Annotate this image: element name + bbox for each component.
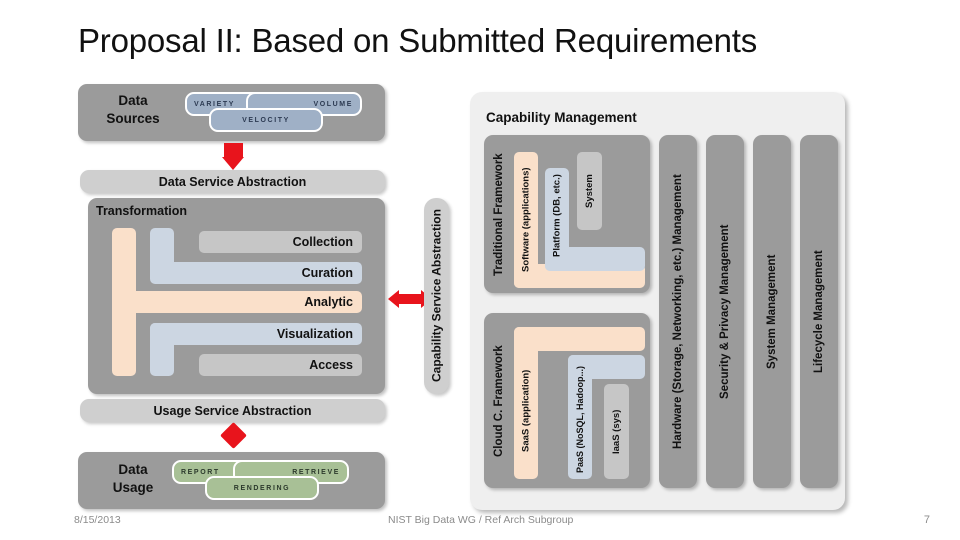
velocity-label: VELOCITY (242, 116, 290, 124)
cloud-layer-saas-label: SaaS (application) (520, 369, 532, 453)
data-service-abstraction-bar: Data Service Abstraction (80, 170, 385, 193)
traditional-layer-software-label: Software (applications) (520, 167, 532, 273)
report-label: REPORT (181, 468, 220, 476)
traditional-layer-system-label: System (584, 174, 595, 208)
column-security-privacy-management (706, 135, 744, 488)
rendering-label: RENDERING (233, 484, 291, 492)
transformation-arm-curation (150, 262, 362, 284)
transformation-row-collection: Collection (292, 235, 353, 249)
footer-page-number: 7 (923, 514, 930, 526)
diamond-connector (220, 422, 247, 449)
transformation-bar-access (199, 354, 362, 376)
footer-center-text: NIST Big Data WG / Ref Arch Subgroup (388, 514, 574, 526)
column-lifecycle-management (800, 135, 838, 488)
cloud-layer-paas-horizontal (568, 355, 645, 379)
cloud-layer-saas-vertical (514, 327, 538, 479)
data-usage-label: Data Usage (112, 462, 154, 495)
page-title: Proposal II: Based on Submitted Requirem… (78, 22, 758, 59)
column-security-privacy-management-label: Security & Privacy Management (719, 224, 731, 399)
traditional-framework-label: Traditional Framework (493, 153, 505, 277)
capability-service-abstraction-label: Capability Service Abstraction (429, 209, 444, 383)
traditional-layer-platform-label: Platform (DB, etc.) (551, 174, 563, 257)
volume-label: VOLUME (313, 100, 353, 108)
transformation-bar-collection (199, 231, 362, 253)
capability-service-abstraction-bar (424, 198, 449, 394)
data-sources-label: Data Sources (106, 93, 160, 126)
cloud-framework-label: Cloud C. Framework (493, 345, 505, 457)
traditional-layer-platform-horizontal (545, 247, 645, 271)
data-sources-box-velocity: VELOCITY (209, 108, 323, 132)
column-system-management (753, 135, 791, 488)
column-hardware-management-label: Hardware (Storage, Networking, etc.) Man… (672, 174, 684, 449)
traditional-layer-system (577, 152, 602, 230)
transformation-arm-visualization (150, 323, 362, 345)
column-system-management-label: System Management (766, 254, 778, 369)
usage-service-abstraction-bar: Usage Service Abstraction (80, 399, 385, 422)
cloud-layer-iaas-label: IaaS (sys) (611, 409, 622, 454)
transformation-row-access: Access (309, 358, 353, 372)
cloud-layer-iaas (604, 384, 629, 479)
capability-management-title: Capability Management (486, 110, 637, 125)
transformation-row-curation: Curation (301, 266, 353, 280)
transformation-row-analytic: Analytic (304, 295, 353, 309)
transformation-label: Transformation (96, 204, 187, 218)
retrieve-label: RETRIEVE (292, 468, 340, 476)
transformation-row-visualization: Visualization (276, 327, 353, 341)
cloud-layer-saas-horizontal (514, 327, 645, 351)
data-usage-box-rendering: RENDERING (205, 476, 319, 500)
transformation-arm-analytic (112, 291, 362, 313)
column-hardware-management (659, 135, 697, 488)
variety-label: VARIETY (194, 100, 236, 108)
cloud-layer-paas-label: PaaS (NoSQL, Hadoop...) (575, 366, 585, 474)
footer-date: 8/15/2013 (74, 514, 121, 526)
column-lifecycle-management-label: Lifecycle Management (813, 250, 825, 373)
